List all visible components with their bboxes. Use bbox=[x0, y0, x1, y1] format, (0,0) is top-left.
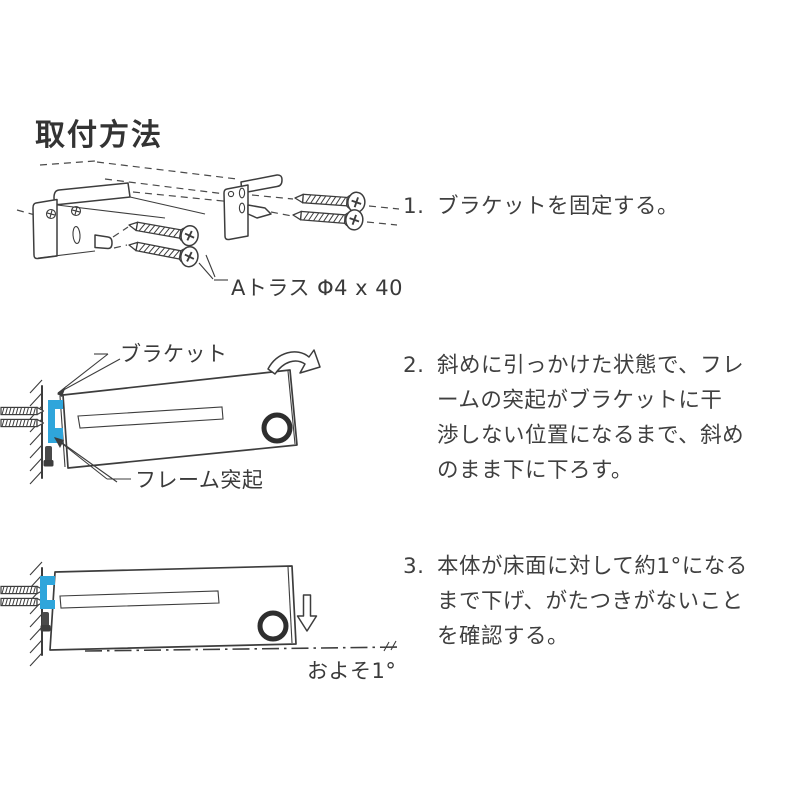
right-bracket bbox=[223, 174, 283, 241]
frame-panel-level bbox=[49, 565, 297, 651]
step-line: 本体が床面に対して約1°になる bbox=[437, 554, 748, 579]
frame-hole bbox=[261, 412, 293, 444]
step-line: を確認する。 bbox=[437, 624, 570, 649]
angle-label: およそ1° bbox=[307, 659, 396, 683]
step-number: 3. bbox=[403, 554, 425, 579]
frame-slot bbox=[59, 590, 220, 609]
step-line: まで下げ、がたつきがないこと bbox=[437, 589, 744, 614]
wall-screw bbox=[0, 597, 45, 607]
rotate-arrow-icon bbox=[267, 349, 321, 375]
diagram-hook-tilt: ブラケット フレーム突起 bbox=[0, 342, 321, 492]
screw-hole bbox=[70, 205, 82, 217]
step-line: ブラケットを固定する。 bbox=[437, 194, 680, 219]
frame-panel-tilted bbox=[59, 369, 298, 469]
protrusion-label: フレーム突起 bbox=[135, 468, 263, 492]
page-title: 取付方法 bbox=[35, 118, 163, 153]
wall-screw bbox=[0, 406, 45, 416]
step-number: 1. bbox=[403, 194, 425, 219]
frame-protrusion-pin bbox=[43, 446, 54, 467]
wall-screw bbox=[0, 585, 45, 595]
step-line: のまま下に下ろす。 bbox=[437, 458, 633, 483]
step-3: 3. 本体が床面に対して約1°になる まで下げ、がたつきがないこと を確認する。 bbox=[403, 549, 748, 654]
frame-hole bbox=[257, 610, 289, 642]
wall-hatching bbox=[29, 379, 43, 485]
step-2: 2. 斜めに引っかけた状態で、フレ ームの突起がブラケットに干 渉しない位置にな… bbox=[403, 348, 744, 488]
bracket-highlight bbox=[40, 576, 55, 609]
step-line: ームの突起がブラケットに干 bbox=[437, 388, 723, 413]
bracket-label-leader bbox=[57, 353, 121, 397]
slot-hole bbox=[72, 225, 81, 245]
step-number: 2. bbox=[403, 353, 425, 378]
down-arrow-icon bbox=[296, 594, 318, 632]
wall-screw bbox=[0, 418, 45, 428]
boss-pin bbox=[94, 234, 113, 250]
screw-label-leader bbox=[198, 254, 228, 281]
step-line: 渉しない位置になるまで、斜め bbox=[437, 423, 745, 448]
diagram-lower-level: およそ1° bbox=[0, 561, 401, 683]
diagram-bracket-fixing: Aトラス Φ4 x 40 bbox=[16, 160, 403, 300]
step-1: 1. ブラケットを固定する。 bbox=[403, 189, 679, 224]
screw-size-label: Aトラス Φ4 x 40 bbox=[231, 276, 403, 300]
step-line: 斜めに引っかけた状態で、フレ bbox=[437, 353, 745, 378]
floor-reference-line bbox=[84, 640, 401, 652]
left-bracket bbox=[32, 182, 206, 260]
bracket-highlight bbox=[48, 400, 63, 443]
protrusion-label-leader bbox=[54, 437, 131, 483]
frame-slot bbox=[77, 406, 224, 429]
projection-dashed-lines bbox=[16, 160, 400, 249]
screw-hole bbox=[45, 208, 57, 220]
bracket-label: ブラケット bbox=[120, 342, 228, 366]
frame-protrusion-pin bbox=[40, 612, 51, 632]
